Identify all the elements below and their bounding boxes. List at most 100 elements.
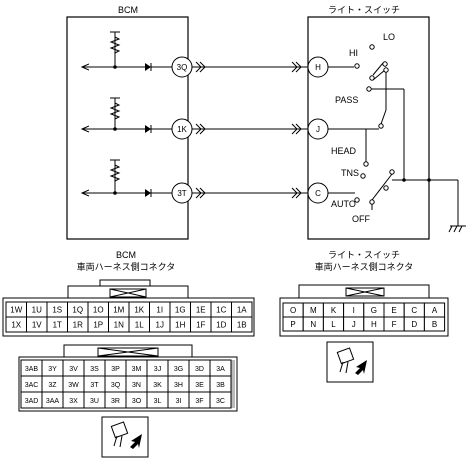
pin-label: 1R (73, 321, 83, 330)
pin-label: 3I (176, 398, 182, 405)
pin-label: C (411, 306, 417, 315)
light-switch-title: ライト・スイッチ (328, 5, 400, 15)
switch-terminal-h-label: H (315, 63, 321, 72)
pin-label: K (331, 306, 337, 315)
pin-label: 3U (90, 398, 99, 405)
pin-label: 3T (90, 382, 99, 389)
harness-wire-1 (192, 61, 308, 73)
switch-terminal-j-label: J (316, 125, 320, 134)
pin-label: B (432, 320, 437, 329)
pin-label: 1U (32, 306, 42, 315)
pin-label: H (371, 320, 377, 329)
pin-label: 3H (174, 382, 183, 389)
pin-label: P (290, 320, 295, 329)
switch-label-tns: TNS (341, 168, 359, 178)
switch-label-head: HEAD (331, 146, 357, 156)
pin-label: 1K (134, 306, 144, 315)
pin-label: 3D (195, 366, 204, 373)
pin-label: 1X (11, 321, 21, 330)
pin-label: 3V (69, 366, 78, 373)
pin-label: 3Y (48, 366, 57, 373)
pin-label: J (352, 320, 356, 329)
pin-label: 1I (156, 306, 163, 315)
switch-connector-caption-2: 車両ハーネス側コネクタ (315, 261, 414, 272)
pin-label: 1O (93, 306, 104, 315)
bcm-terminal-3t-label: 3T (177, 189, 186, 198)
pin-cell (209, 391, 232, 409)
bcm-circuit-1 (82, 31, 172, 71)
pin-label: L (331, 320, 336, 329)
pin-label: 1N (114, 321, 124, 330)
pin-label: 3F (195, 398, 203, 405)
bcm-circuit-3 (82, 159, 172, 197)
pin-label: I (353, 306, 355, 315)
pin-label: 1V (32, 321, 42, 330)
pin-label: M (310, 306, 317, 315)
pin-label: 3W (68, 382, 79, 389)
pin-label: 1A (237, 306, 247, 315)
bcm-title: BCM (118, 5, 138, 15)
pin-label: 3Q (111, 382, 121, 389)
pin-label: 1J (156, 321, 164, 330)
pin-label: F (392, 320, 397, 329)
pin-label: 3S (90, 366, 99, 373)
pin-label: 1M (113, 306, 124, 315)
junction-dot (402, 178, 406, 182)
pin-label: O (290, 306, 296, 315)
pin-label: 3P (111, 366, 120, 373)
pin-label: 1E (196, 306, 206, 315)
pin-label: 3Z (48, 382, 57, 389)
pin-label: E (391, 306, 396, 315)
switch-label-lo: LO (383, 32, 395, 42)
bcm-circuit-2 (82, 97, 172, 133)
pin-label: 3G (174, 366, 183, 373)
pin-label: 3AB (25, 366, 39, 373)
pin-label: 3R (111, 398, 120, 405)
pin-label: 3M (132, 366, 142, 373)
pin-label: 1Q (72, 306, 83, 315)
switch-terminal-c-label: C (315, 189, 321, 198)
switch-label-pass: PASS (335, 95, 358, 105)
ground-junction-dot (427, 178, 431, 182)
pin-label: 3A (216, 366, 225, 373)
bcm-connector-caption-1: BCM (116, 250, 136, 260)
pin-label: 3AA (46, 398, 60, 405)
pin-label: 1L (135, 321, 144, 330)
pin-label: 1F (196, 321, 205, 330)
pin-label: D (411, 320, 417, 329)
pin-label: 3E (195, 382, 204, 389)
bcm-terminal-3q-label: 3Q (177, 63, 188, 72)
pin-cell (423, 316, 446, 332)
bcm-box (66, 16, 189, 240)
pin-label: 1H (175, 321, 185, 330)
pin-label: 1T (53, 321, 62, 330)
connector-view-icon (101, 416, 149, 458)
pin-label: 3AD (25, 398, 39, 405)
pin-label: 1C (216, 306, 226, 315)
pin-label: 1G (175, 306, 186, 315)
connector-view-icon (326, 341, 374, 383)
switch-internal-wiring (328, 44, 466, 233)
pin-label: 3N (132, 382, 141, 389)
pin-label: 3C (216, 398, 225, 405)
pin-label: 3O (132, 398, 142, 405)
pin-label: 1D (216, 321, 226, 330)
switch-label-auto: AUTO (331, 199, 356, 209)
pin-label: 3J (154, 366, 161, 373)
pin-cell (231, 316, 253, 333)
pin-label: 3X (69, 398, 78, 405)
pin-label: 1S (52, 306, 62, 315)
pin-label: 3B (216, 382, 225, 389)
bcm-connector-caption-2: 車両ハーネス側コネクタ (77, 261, 176, 272)
pin-label: 1B (237, 321, 247, 330)
pin-label: 3AC (25, 382, 39, 389)
switch-label-off: OFF (352, 214, 370, 224)
switch-connector-caption-1: ライト・スイッチ (328, 250, 400, 260)
harness-wire-2 (192, 123, 308, 135)
harness-wire-3 (192, 187, 308, 199)
switch-label-hi: HI (349, 48, 358, 58)
